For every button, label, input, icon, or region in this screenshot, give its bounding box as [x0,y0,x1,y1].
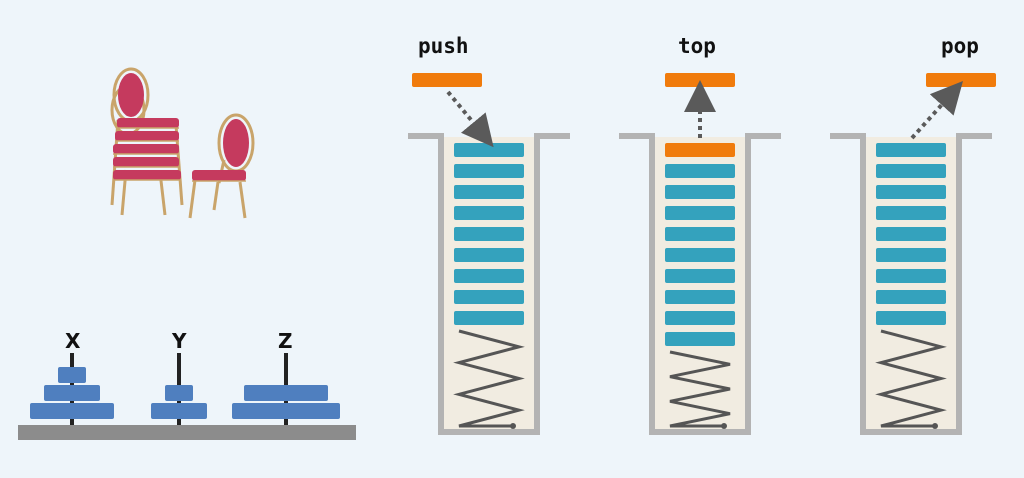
stack-element [665,185,735,199]
op-label-top: top [678,34,716,58]
stack-element [454,290,524,304]
stack-element [876,311,946,325]
stack-element [876,185,946,199]
stack-push [408,73,570,435]
spring-anchor [510,423,516,429]
hanoi-disk [151,403,207,419]
stack-element [876,248,946,262]
hanoi-disk [232,403,340,419]
hanoi-puzzle [18,353,356,440]
peg-label-y: Y [172,329,187,353]
stack-element [665,227,735,241]
hanoi-disk [244,385,328,401]
stack-element [665,311,735,325]
arrow-pop [910,81,964,140]
op-label-pop: pop [941,34,979,58]
hanoi-disk [44,385,100,401]
stack-spring [453,329,525,428]
stack-element [665,269,735,283]
stack-element [454,185,524,199]
stack-element [665,332,735,346]
peg-label-x: X [65,329,81,353]
stack-element [876,164,946,178]
stack-element [454,143,524,157]
stack-container-wall [408,133,570,435]
stack-top [619,73,781,435]
stacked-chairs-icon [110,67,255,219]
op-label-push: push [418,34,469,58]
stack-container-fill [652,137,748,432]
hanoi-disk [165,385,193,401]
arrow-push [446,90,494,148]
stack-element [665,290,735,304]
stack-element [876,143,946,157]
op-element-pop [926,73,996,87]
stack-element [876,227,946,241]
stack-spring [669,350,731,428]
stack-element [876,269,946,283]
peg-label-z: Z [278,329,293,353]
stack-element [876,290,946,304]
stack-container-wall [830,133,992,435]
hanoi-base [18,425,356,440]
spring-anchor [721,423,727,429]
stack-spring [875,329,947,428]
stack-element [665,206,735,220]
stack-element [876,206,946,220]
stack-element [454,311,524,325]
stack-element [665,164,735,178]
stack-element [454,206,524,220]
hanoi-disk [30,403,114,419]
stack-pop [830,73,996,435]
stack-element [665,248,735,262]
hanoi-disk [58,367,86,383]
spring-anchor [932,423,938,429]
stack-top-element [665,143,735,157]
op-element-push [412,73,482,87]
stack-element [454,164,524,178]
op-element-top [665,73,735,87]
stack-element [454,227,524,241]
stack-container-wall [619,133,781,435]
stack-element [454,248,524,262]
stack-element [454,269,524,283]
